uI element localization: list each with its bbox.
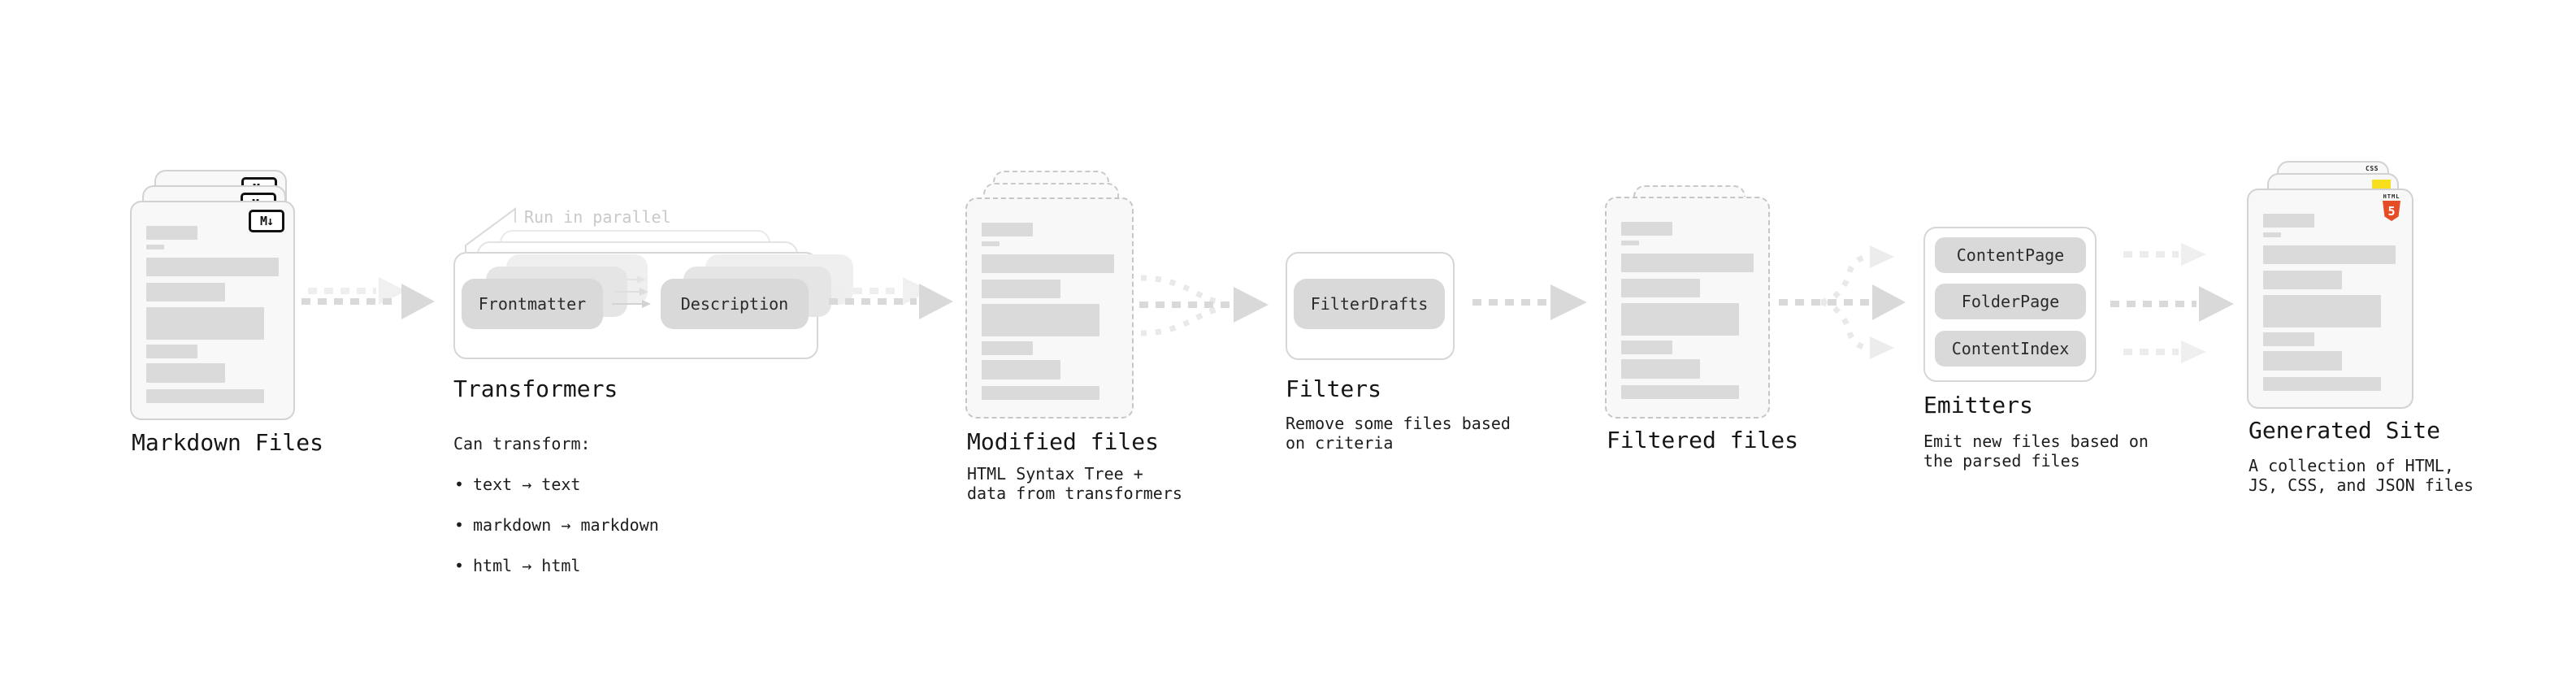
html5-icon: HTML 5 [2381, 193, 2402, 221]
skeleton-line [146, 363, 225, 383]
skeleton-line [982, 254, 1114, 273]
generated-site-title: Generated Site [2249, 417, 2441, 444]
generated-site-caption: A collection of HTML, JS, CSS, and JSON … [2249, 456, 2474, 495]
skeleton-line [1621, 279, 1700, 297]
skeleton-line [1621, 241, 1639, 245]
skeleton-line [146, 226, 197, 240]
transformers-caption-intro: Can transform: [453, 434, 591, 453]
skeleton-line [1621, 222, 1672, 236]
transform-bullet: • html → html [453, 556, 581, 575]
markdown-files-title: Markdown Files [132, 429, 324, 456]
parallel-note: Run in parallel [524, 207, 671, 227]
skeleton-line [1621, 359, 1700, 379]
markdown-icon: M↓ [249, 210, 284, 232]
transform-mini-arrows [612, 275, 651, 308]
modified-file-card [965, 197, 1134, 419]
skeleton-line [2263, 377, 2381, 391]
modified-files-title: Modified files [967, 428, 1160, 455]
emitter-pill-contentpage: ContentPage [1935, 237, 2086, 273]
bullet-icon: • [453, 515, 465, 535]
skeleton-line [982, 341, 1033, 355]
skeleton-line [146, 283, 225, 301]
skeleton-line [2263, 214, 2314, 228]
generated-file-card-front: HTML 5 [2247, 189, 2413, 409]
skeleton-line [2263, 245, 2396, 264]
skeleton-line [1621, 303, 1739, 336]
skeleton-line [982, 241, 1000, 246]
emitters-title: Emitters [1923, 392, 2033, 419]
skeleton-line [1621, 254, 1754, 272]
markdown-file-card-front: M↓ [130, 201, 295, 420]
emitters-caption: Emit new files based on the parsed files [1923, 432, 2149, 471]
js-icon [2372, 180, 2391, 189]
emitter-pill-contentindex: ContentIndex [1935, 331, 2086, 367]
filtered-files-title: Filtered files [1607, 427, 1799, 453]
skeleton-line [2263, 351, 2342, 371]
skeleton-line [146, 345, 197, 358]
filters-title: Filters [1286, 375, 1382, 402]
skeleton-line [982, 223, 1033, 236]
frontmatter-pill: Frontmatter [462, 279, 603, 329]
skeleton-line [146, 245, 164, 249]
flow-arrow-1 [301, 277, 435, 319]
filterdrafts-pill: FilterDrafts [1294, 279, 1445, 329]
parallel-leader-line [465, 207, 516, 254]
skeleton-line [1621, 385, 1739, 399]
bullet-icon: • [453, 475, 465, 494]
skeleton-line [2263, 295, 2381, 327]
filtered-file-card [1605, 197, 1770, 419]
skeleton-line [146, 389, 264, 403]
skeleton-line [982, 360, 1060, 380]
transformers-caption: Can transform: • text → text • markdown … [453, 414, 659, 596]
skeleton-line [982, 304, 1099, 336]
skeleton-line [982, 280, 1060, 298]
filters-caption: Remove some files based on criteria [1286, 414, 1511, 453]
modified-files-caption: HTML Syntax Tree + data from transformer… [967, 464, 1182, 503]
emitter-pill-folderpage: FolderPage [1935, 284, 2086, 319]
transform-bullet: • markdown → markdown [453, 515, 659, 535]
bullet-icon: • [453, 556, 465, 575]
skeleton-line [2263, 271, 2342, 289]
transformers-title: Transformers [453, 375, 618, 402]
flow-arrow-4 [1472, 284, 1587, 320]
description-pill: Description [661, 279, 809, 329]
skeleton-line [2263, 332, 2314, 346]
flow-arrow-2 [829, 277, 953, 319]
transform-bullet: • text → text [453, 475, 581, 494]
skeleton-line [982, 386, 1099, 400]
skeleton-line [1621, 340, 1672, 354]
skeleton-line [146, 307, 264, 340]
skeleton-line [146, 258, 279, 276]
skeleton-line [2263, 232, 2281, 237]
flow-arrow-6-triple [2110, 243, 2234, 363]
flow-arrow-3-converge [1139, 275, 1268, 336]
flow-arrow-5-fanout [1779, 245, 1906, 359]
